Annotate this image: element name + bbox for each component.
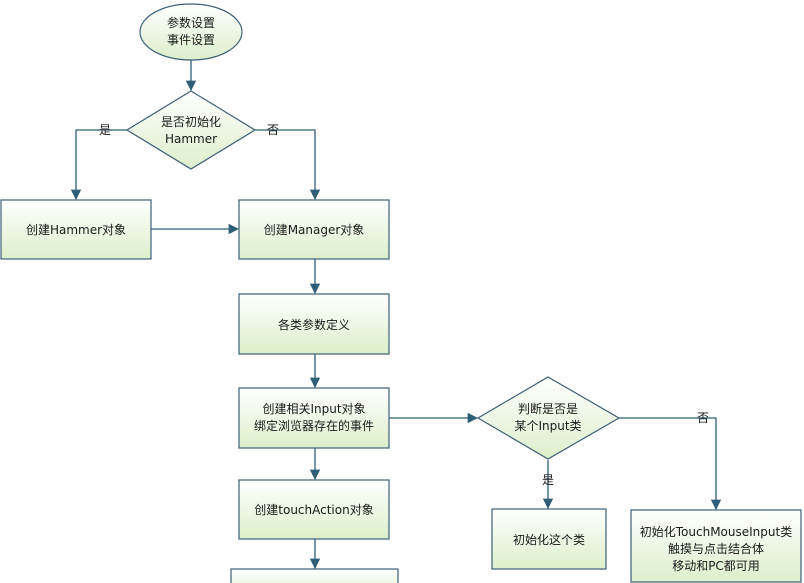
decision-input-line2: 某个Input类 bbox=[514, 419, 581, 433]
label-hammer-yes: 是 bbox=[99, 123, 111, 137]
edge-input-decision-no bbox=[619, 417, 722, 511]
create-touchaction-box: 创建touchAction对象 bbox=[238, 479, 390, 540]
decision-input: 判断是否是 某个Input类 bbox=[476, 376, 621, 460]
create-input-line1: 创建相关Input对象 bbox=[262, 402, 365, 416]
create-input-line2: 绑定浏览器存在的事件 bbox=[254, 418, 374, 433]
decision-hammer-line2: Hammer bbox=[165, 132, 217, 146]
init-touchmouse-box: 初始化TouchMouseInput类 触摸与点击结合体 移动和PC都可用 bbox=[630, 509, 802, 583]
create-hammer-box: 创建Hammer对象 bbox=[0, 199, 152, 260]
init-touchmouse-line3: 移动和PC都可用 bbox=[672, 559, 760, 573]
init-class-label: 初始化这个类 bbox=[513, 532, 585, 547]
start-node-line2: 事件设置 bbox=[167, 33, 215, 47]
decision-hammer-line1: 是否初始化 bbox=[161, 115, 221, 129]
create-input-box: 创建相关Input对象 绑定浏览器存在的事件 bbox=[238, 387, 390, 449]
label-input-no: 否 bbox=[697, 411, 709, 425]
label-hammer-no: 否 bbox=[267, 123, 279, 137]
init-class-box: 初始化这个类 bbox=[491, 508, 607, 570]
create-hammer-label: 创建Hammer对象 bbox=[26, 223, 126, 237]
create-manager-box: 创建Manager对象 bbox=[238, 199, 390, 260]
edge-decision-yes bbox=[70, 129, 127, 201]
start-node: 参数设置 事件设置 bbox=[139, 3, 243, 61]
decision-input-line1: 判断是否是 bbox=[518, 401, 578, 416]
next-step-box-partial bbox=[230, 568, 399, 583]
create-touchaction-label: 创建touchAction对象 bbox=[254, 503, 373, 517]
param-define-box: 各类参数定义 bbox=[238, 293, 390, 355]
edges bbox=[70, 60, 722, 570]
param-define-label: 各类参数定义 bbox=[278, 317, 350, 332]
init-touchmouse-line1: 初始化TouchMouseInput类 bbox=[640, 525, 792, 539]
init-touchmouse-line2: 触摸与点击结合体 bbox=[668, 541, 764, 556]
label-input-yes: 是 bbox=[542, 473, 554, 487]
decision-hammer: 是否初始化 Hammer bbox=[125, 90, 257, 170]
create-manager-label: 创建Manager对象 bbox=[264, 223, 365, 237]
edge-decision-no bbox=[255, 129, 321, 201]
start-node-line1: 参数设置 bbox=[167, 15, 215, 30]
